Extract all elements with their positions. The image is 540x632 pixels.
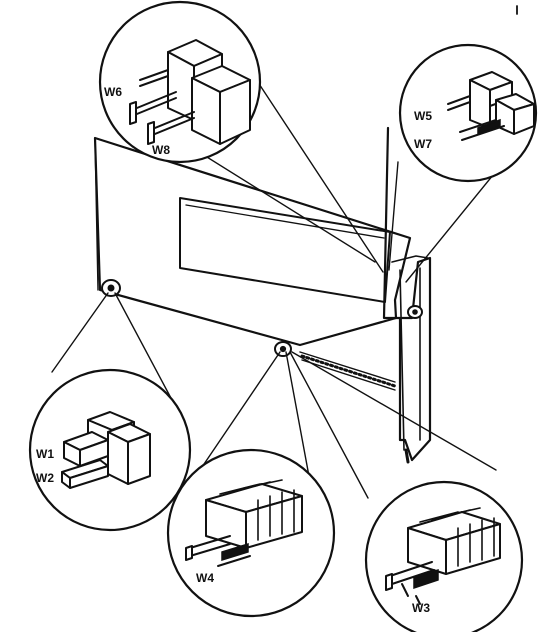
label-w6: W6	[104, 85, 122, 99]
label-w2: W2	[36, 471, 54, 485]
card-component-block	[179, 197, 391, 303]
callout-w3: W3	[364, 480, 524, 632]
label-w1: W1	[36, 447, 54, 461]
adapter-card	[93, 136, 412, 391]
label-w8: W8	[152, 143, 170, 157]
callout-leaders	[51, 57, 529, 515]
jumper-block-w1-w2	[61, 411, 151, 489]
callout-w6-w8: W6 W8	[98, 0, 262, 164]
jumper-block-w3	[385, 507, 501, 605]
label-w5: W5	[414, 109, 432, 123]
jumper-block-w4	[185, 479, 303, 567]
label-w7: W7	[414, 137, 432, 151]
label-w4: W4	[196, 571, 214, 585]
callout-w4: W4	[166, 448, 336, 618]
jumper-block-w5-w7	[447, 71, 535, 141]
label-w3: W3	[412, 601, 430, 615]
edge-connector	[299, 351, 397, 391]
standoff-middle	[274, 341, 292, 357]
callout-w5-w7: W5 W7	[398, 43, 538, 183]
mounting-bracket	[382, 126, 432, 464]
callout-w1-w2: W1 W2	[28, 368, 192, 532]
jumper-block-w6-w8	[129, 39, 251, 145]
standoff-left	[101, 279, 121, 297]
